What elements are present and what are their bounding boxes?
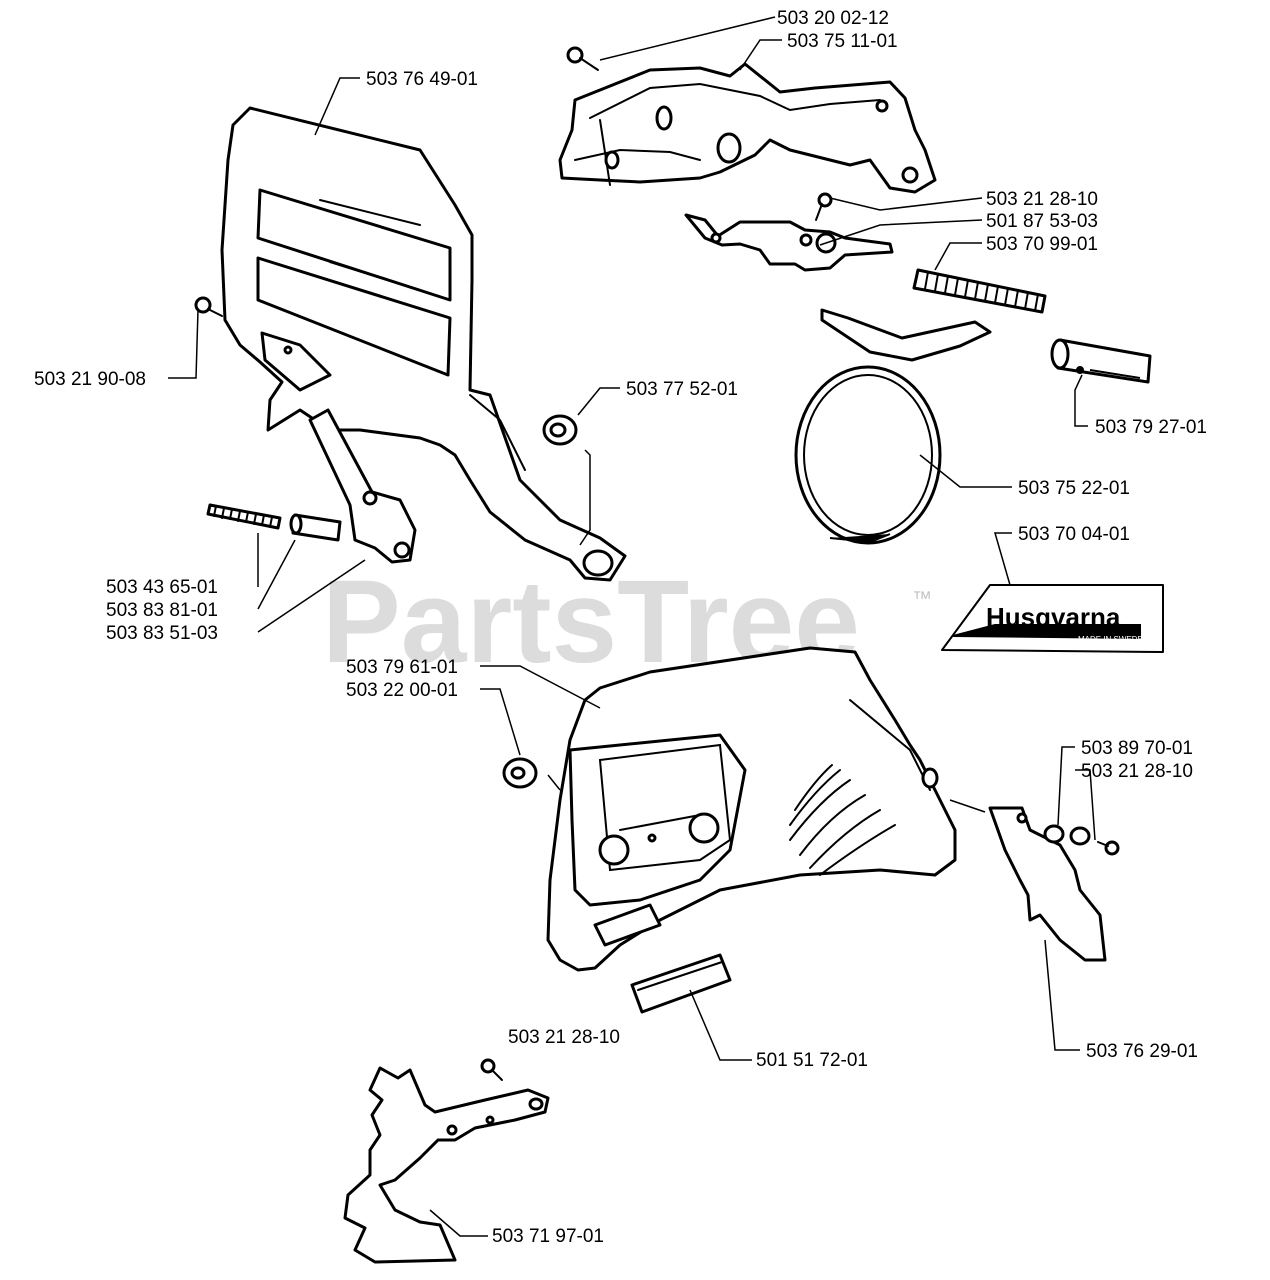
cover-plate-drawing bbox=[630, 953, 732, 1014]
nut-drawing bbox=[502, 757, 538, 789]
pin-drawing bbox=[1050, 338, 1152, 384]
part-label: 503 43 65-01 bbox=[106, 577, 218, 598]
part-label: 503 75 11-01 bbox=[787, 31, 898, 52]
part-label: 503 21 28-10 bbox=[1081, 761, 1193, 782]
part-label: 503 21 90-08 bbox=[34, 369, 146, 390]
brake-band-drawing bbox=[794, 308, 992, 545]
bushing-drawing bbox=[542, 414, 578, 446]
part-label: 503 89 70-01 bbox=[1081, 738, 1193, 759]
part-label: 503 75 22-01 bbox=[1018, 478, 1130, 499]
part-label: 503 79 61-01 bbox=[346, 657, 458, 678]
lever-drawing bbox=[308, 408, 417, 564]
spring-drawing bbox=[206, 503, 282, 530]
part-label: 503 22 00-01 bbox=[346, 680, 458, 701]
screw-drawing bbox=[194, 296, 223, 317]
part-label: 503 76 29-01 bbox=[1086, 1041, 1198, 1062]
part-label: 503 76 49-01 bbox=[366, 69, 478, 90]
part-label: 503 79 27-01 bbox=[1095, 417, 1207, 438]
chain-tensioner-drawing bbox=[684, 192, 894, 272]
part-label: 503 71 97-01 bbox=[492, 1226, 604, 1247]
part-label: 503 83 81-01 bbox=[106, 600, 218, 621]
husqvarna-decal: Husqvarna MADE IN SWEDEN bbox=[941, 584, 1164, 653]
part-label: 503 21 28-10 bbox=[986, 189, 1098, 210]
part-label: 503 77 52-01 bbox=[626, 379, 738, 400]
hand-guard-drawing bbox=[220, 106, 627, 582]
part-label: 503 70 99-01 bbox=[986, 234, 1098, 255]
part-label: 501 51 72-01 bbox=[756, 1050, 868, 1071]
leader-lines bbox=[168, 16, 1096, 1237]
washer-screw-drawing bbox=[1043, 824, 1120, 856]
part-label: 503 70 04-01 bbox=[1018, 524, 1130, 545]
screw-drawing bbox=[566, 46, 599, 71]
part-labels: 503 20 02-12 503 75 11-01 503 76 49-01 5… bbox=[34, 8, 1207, 1247]
spike-bumper-drawing bbox=[343, 1058, 550, 1264]
part-label: 503 20 02-12 bbox=[777, 8, 889, 29]
part-label: 501 87 53-03 bbox=[986, 211, 1098, 232]
watermark-trademark: ™ bbox=[912, 588, 932, 610]
part-label: 503 83 51-03 bbox=[106, 623, 218, 644]
decal-brand: Husqvarna bbox=[986, 602, 1121, 632]
clutch-cover-drawing bbox=[546, 646, 957, 972]
spring-drawing bbox=[912, 268, 1047, 314]
sleeve-drawing bbox=[289, 513, 342, 542]
decal-small-text: MADE IN SWEDEN bbox=[1078, 635, 1149, 644]
part-label: 503 21 28-10 bbox=[508, 1027, 620, 1048]
guard-plate-drawing bbox=[558, 62, 937, 194]
